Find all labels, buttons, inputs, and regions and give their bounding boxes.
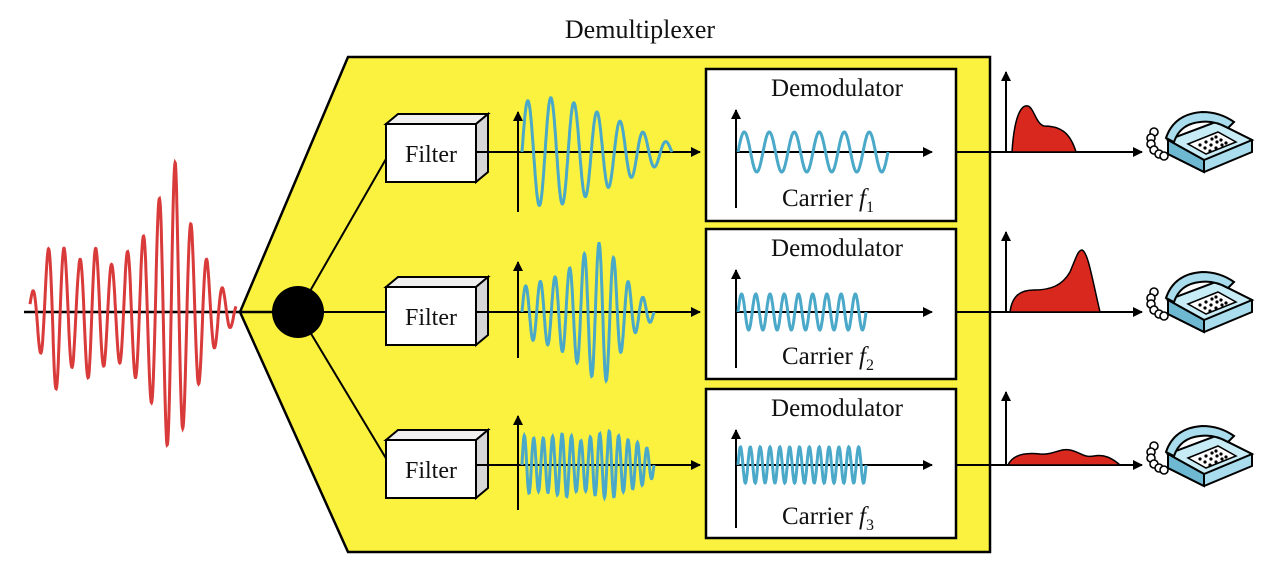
filter-label: Filter	[405, 305, 457, 331]
filtered-wave-1	[520, 96, 674, 208]
carrier-wave-3	[736, 444, 868, 486]
channel-2: Filter Demodulator Carrier f2	[383, 227, 1253, 384]
input-signal	[28, 158, 238, 448]
demodulator-label: Demodulator	[771, 75, 904, 102]
branch-line-top	[297, 151, 391, 313]
output-signal-3	[1006, 448, 1122, 466]
telephone-icon	[1146, 111, 1253, 173]
demultiplexer-title: Demultiplexer	[565, 15, 716, 44]
filter-box-icon: Filter	[383, 111, 491, 185]
filter-box-icon: Filter	[383, 274, 491, 348]
telephone-icon	[1146, 271, 1253, 333]
output-signal-2	[1009, 249, 1101, 313]
carrier-wave-1	[736, 130, 890, 174]
filter-label: Filter	[405, 142, 457, 168]
carrier-label: Carrier f3	[782, 503, 874, 534]
filter-box-icon: Filter	[383, 427, 491, 501]
telephone-icon	[1146, 425, 1253, 487]
channel-1: Filter Demodulator Carrier f1	[383, 67, 1253, 223]
branch-line-bottom	[297, 311, 391, 466]
carrier-label: Carrier f2	[782, 343, 874, 374]
output-signal-1	[1011, 105, 1078, 153]
demodulator-label: Demodulator	[771, 235, 904, 262]
filtered-wave-2	[520, 242, 656, 384]
carrier-label: Carrier f1	[782, 185, 874, 216]
channel-3: Filter Demodulator Carrier f3	[383, 387, 1253, 540]
carrier-wave-2	[736, 292, 868, 332]
demodulator-box	[704, 227, 958, 381]
filter-label: Filter	[405, 458, 457, 484]
filtered-wave-3	[520, 428, 656, 502]
demodulator-label: Demodulator	[771, 395, 904, 422]
